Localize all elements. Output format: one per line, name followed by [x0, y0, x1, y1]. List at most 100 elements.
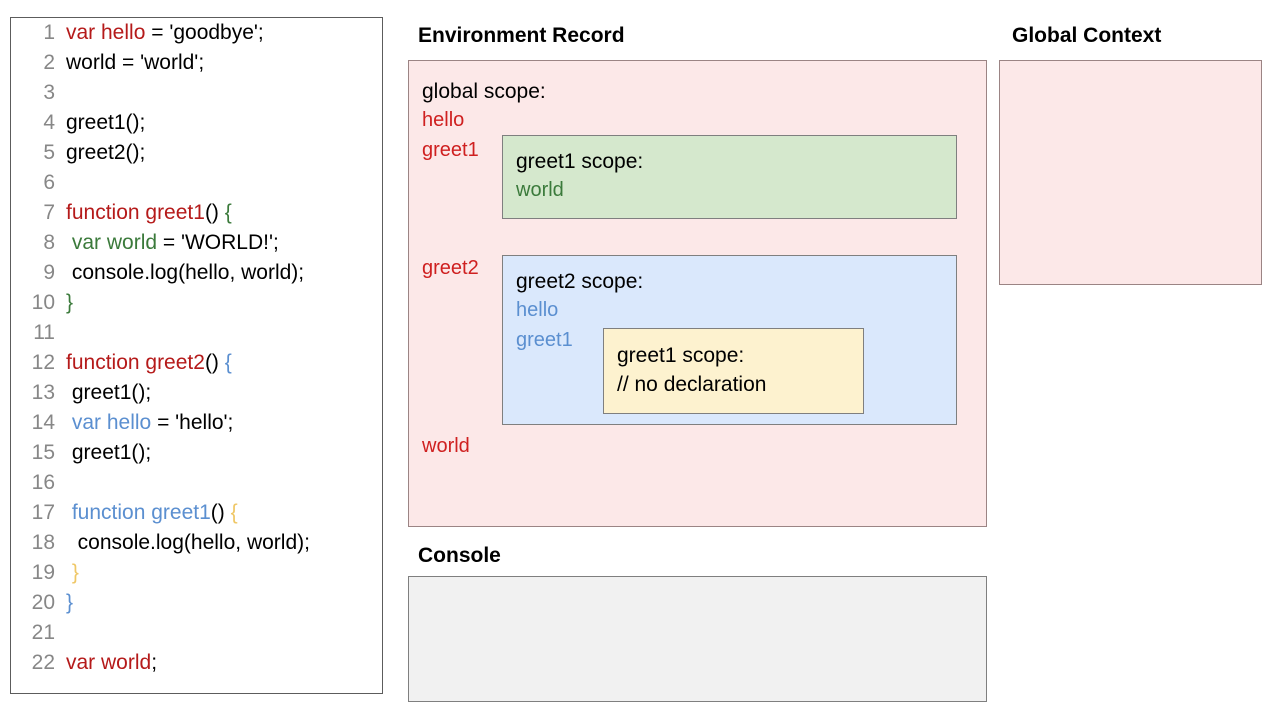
- console-title: Console: [418, 544, 501, 567]
- code-line-text: greet2();: [55, 138, 145, 168]
- code-token: }: [71, 561, 79, 584]
- code-line-text: greet1();: [55, 378, 151, 408]
- code-token: console.log(hello, world);: [77, 531, 310, 554]
- code-line[interactable]: 6: [11, 168, 382, 198]
- code-line-text: }: [55, 288, 73, 318]
- global-context-box: [999, 60, 1262, 285]
- code-line-text: greet1();: [55, 108, 145, 138]
- code-line[interactable]: 21: [11, 618, 382, 648]
- code-line-number: 17: [31, 501, 55, 524]
- greet1-scope-title: greet1 scope:: [516, 150, 644, 173]
- code-token: {: [224, 351, 232, 374]
- code-line[interactable]: 18 console.log(hello, world);: [11, 528, 382, 558]
- nested-greet1-scope-note: // no declaration: [617, 373, 767, 396]
- global-context-title: Global Context: [1012, 24, 1162, 47]
- code-line-text: function greet1() {: [55, 498, 238, 528]
- global-var-world: world: [422, 435, 470, 457]
- nested-greet1-scope-box: greet1 scope: // no declaration: [603, 328, 864, 414]
- code-line-number: 6: [43, 171, 55, 194]
- code-token: (): [204, 351, 225, 374]
- code-token: world = 'world';: [66, 51, 205, 74]
- code-token: (): [210, 501, 231, 524]
- code-line-number: 21: [31, 621, 55, 644]
- code-line[interactable]: 8 var world = 'WORLD!';: [11, 228, 382, 258]
- code-line-number: 11: [33, 321, 55, 344]
- code-line[interactable]: 15 greet1();: [11, 438, 382, 468]
- code-line-text: }: [55, 588, 73, 618]
- code-line-text: var world = 'WORLD!';: [55, 228, 279, 258]
- code-line-number: 12: [31, 351, 55, 374]
- code-line-number: 3: [43, 81, 55, 104]
- global-var-greet1: greet1: [422, 139, 479, 161]
- code-line[interactable]: 3: [11, 78, 382, 108]
- code-token: var world: [66, 651, 152, 674]
- code-line[interactable]: 4 greet1();: [11, 108, 382, 138]
- code-line-text: function greet1() {: [55, 198, 232, 228]
- code-line-number: 18: [31, 531, 55, 554]
- greet2-scope-var-hello: hello: [516, 299, 559, 321]
- code-token: console.log(hello, world);: [71, 261, 305, 284]
- code-line-text: function greet2() {: [55, 348, 232, 378]
- code-line-number: 19: [31, 561, 55, 584]
- nested-greet1-scope-title: greet1 scope:: [617, 344, 745, 367]
- code-token: (): [204, 201, 225, 224]
- environment-record-box: global scope: hello greet1 greet2 world …: [408, 60, 987, 527]
- greet1-scope-var-world: world: [516, 179, 564, 201]
- code-line[interactable]: 2 world = 'world';: [11, 48, 382, 78]
- code-line-number: 7: [43, 201, 55, 224]
- code-token: }: [66, 591, 74, 614]
- code-line-text: }: [55, 558, 79, 588]
- code-token: greet1();: [71, 441, 152, 464]
- code-line-number: 4: [43, 111, 55, 134]
- code-line-text: var hello = 'goodbye';: [55, 18, 264, 48]
- code-line[interactable]: 20}: [11, 588, 382, 618]
- code-line[interactable]: 14 var hello = 'hello';: [11, 408, 382, 438]
- code-line-number: 2: [43, 51, 55, 74]
- code-line-number: 9: [43, 261, 55, 284]
- code-token: = 'goodbye';: [145, 21, 264, 44]
- code-line-number: 20: [31, 591, 55, 614]
- code-token: function greet1: [71, 501, 211, 524]
- code-line-number: 8: [43, 231, 55, 254]
- code-line[interactable]: 11: [11, 318, 382, 348]
- code-line[interactable]: 19 }: [11, 558, 382, 588]
- code-line-text: console.log(hello, world);: [55, 528, 310, 558]
- code-line-text: world = 'world';: [55, 48, 204, 78]
- code-line[interactable]: 9 console.log(hello, world);: [11, 258, 382, 288]
- code-token: greet1();: [66, 111, 146, 134]
- code-token: = 'hello';: [151, 411, 234, 434]
- global-scope-header: global scope:: [422, 80, 546, 103]
- code-token: function greet1: [66, 201, 205, 224]
- code-line-number: 1: [43, 21, 55, 44]
- code-line-text: console.log(hello, world);: [55, 258, 304, 288]
- code-token: var world: [71, 231, 158, 254]
- code-line[interactable]: 17 function greet1() {: [11, 498, 382, 528]
- greet2-scope-box: greet2 scope: hello greet1 greet1 scope:…: [502, 255, 957, 425]
- code-token: var hello: [71, 411, 152, 434]
- code-token: = 'WORLD!';: [157, 231, 279, 254]
- global-var-greet2: greet2: [422, 257, 479, 279]
- code-line-text: greet1();: [55, 438, 151, 468]
- code-token: greet1();: [71, 381, 152, 404]
- code-line[interactable]: 13 greet1();: [11, 378, 382, 408]
- code-line-number: 5: [43, 141, 55, 164]
- code-line[interactable]: 10}: [11, 288, 382, 318]
- environment-record-title: Environment Record: [418, 24, 625, 47]
- greet2-scope-var-greet1: greet1: [516, 329, 573, 351]
- code-token: function greet2: [66, 351, 205, 374]
- code-token: {: [224, 201, 232, 224]
- global-var-hello: hello: [422, 109, 465, 131]
- code-line-text: var world;: [55, 648, 157, 678]
- code-token: }: [66, 291, 74, 314]
- code-line-text: var hello = 'hello';: [55, 408, 234, 438]
- code-line-number: 14: [31, 411, 55, 434]
- code-line[interactable]: 16: [11, 468, 382, 498]
- code-token: {: [230, 501, 238, 524]
- console-output-box[interactable]: [408, 576, 987, 702]
